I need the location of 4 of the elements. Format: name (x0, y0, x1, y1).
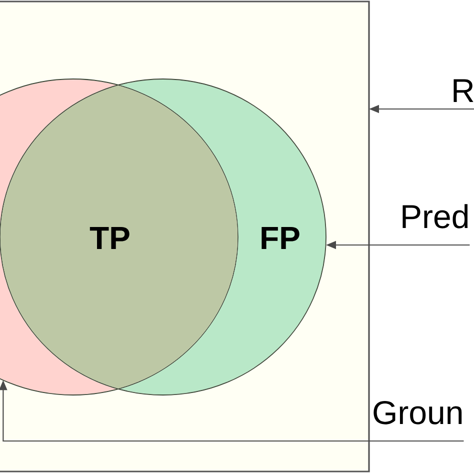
annotation-text: R (454, 79, 474, 102)
annotation-text: Pred (402, 204, 468, 228)
overlap-region: TP (0, 86, 238, 388)
annotation-text: Groun (374, 400, 462, 424)
